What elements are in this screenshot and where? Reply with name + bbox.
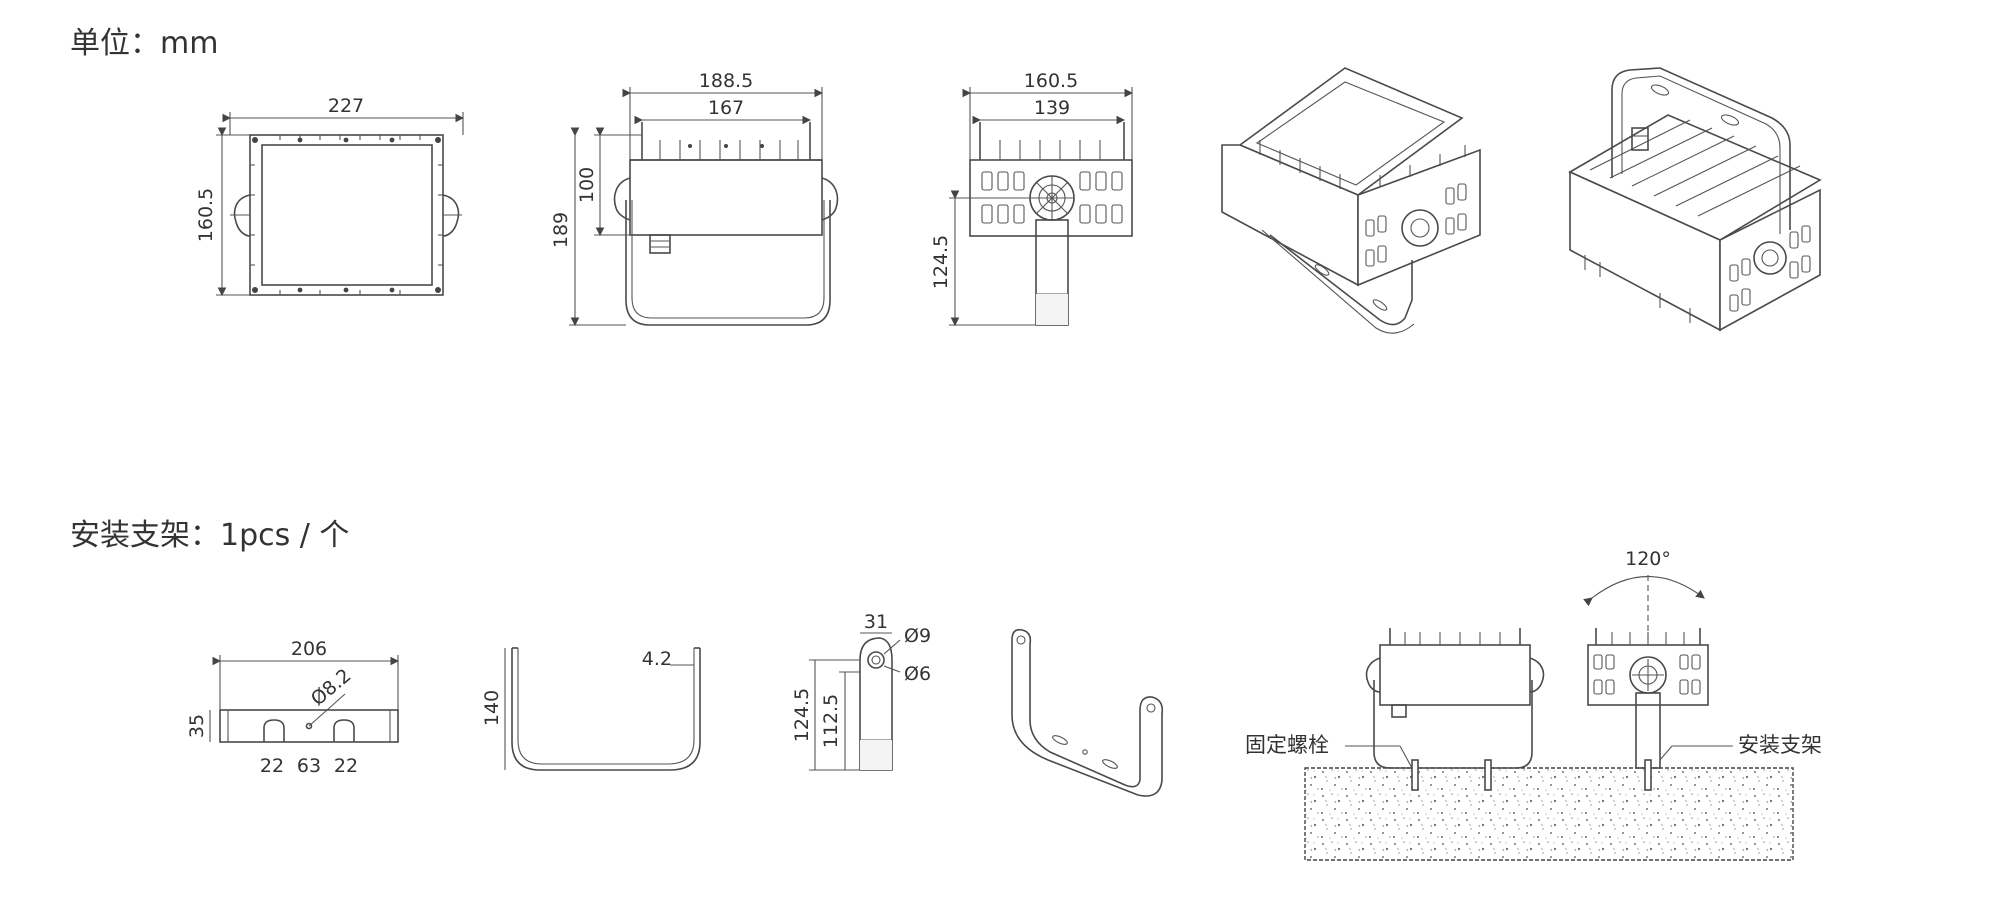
front-view: 227 160.5 [195, 95, 465, 297]
bracket-height-label: 35 [186, 714, 208, 738]
bracket-end-hole-outer-label: Ø9 [904, 625, 931, 647]
bracket-side-height-label: 140 [481, 690, 503, 726]
end-outer-width-label: 160.5 [1024, 70, 1078, 92]
bracket-top-view: Ø8.2 206 35 22 63 22 [186, 638, 400, 777]
fixing-bolt-label: 固定螺栓 [1245, 733, 1329, 757]
units-title: 单位：mm [70, 26, 219, 61]
bracket-left-offset-label: 22 [260, 755, 284, 777]
bracket-end-total-height-label: 124.5 [791, 688, 813, 742]
bracket-side-view: 140 4.2 [481, 647, 701, 771]
bracket-end-view: 31 Ø9 Ø6 124.5 112.5 [791, 611, 931, 771]
end-view: 160.5 139 124.5 [930, 70, 1134, 327]
bracket-hole-dia-label: Ø8.2 [307, 664, 356, 710]
end-inner-width-label: 139 [1034, 97, 1070, 119]
bracket-thickness-label: 4.2 [642, 648, 672, 670]
side-body-height-label: 100 [576, 167, 598, 203]
side-view: 188.5 167 100 189 [550, 70, 839, 327]
side-total-height-label: 189 [550, 212, 572, 248]
side-inner-width-label: 167 [708, 97, 744, 119]
bracket-isometric-view [1011, 628, 1164, 797]
bracket-end-hole-inner-label: Ø6 [904, 663, 931, 685]
bracket-center-span-label: 63 [297, 755, 321, 777]
front-width-label: 227 [328, 95, 364, 117]
bracket-title: 安装支架：1pcs / 个 [70, 518, 350, 553]
bracket-end-top-width-label: 31 [864, 611, 888, 633]
bracket-right-offset-label: 22 [334, 755, 358, 777]
end-bracket-height-label: 124.5 [930, 235, 952, 289]
isometric-view-rear [1568, 67, 1822, 332]
side-outer-width-label: 188.5 [699, 70, 753, 92]
bracket-end-arm-height-label: 112.5 [820, 694, 842, 748]
mounting-bracket-label: 安装支架 [1738, 733, 1822, 757]
front-height-label: 160.5 [195, 188, 217, 242]
bracket-length-label: 206 [291, 638, 327, 660]
rotation-angle-label: 120° [1625, 548, 1671, 570]
installation-diagram: 120° 固定螺栓 安装支架 [1245, 548, 1822, 861]
isometric-view-front [1221, 67, 1481, 334]
